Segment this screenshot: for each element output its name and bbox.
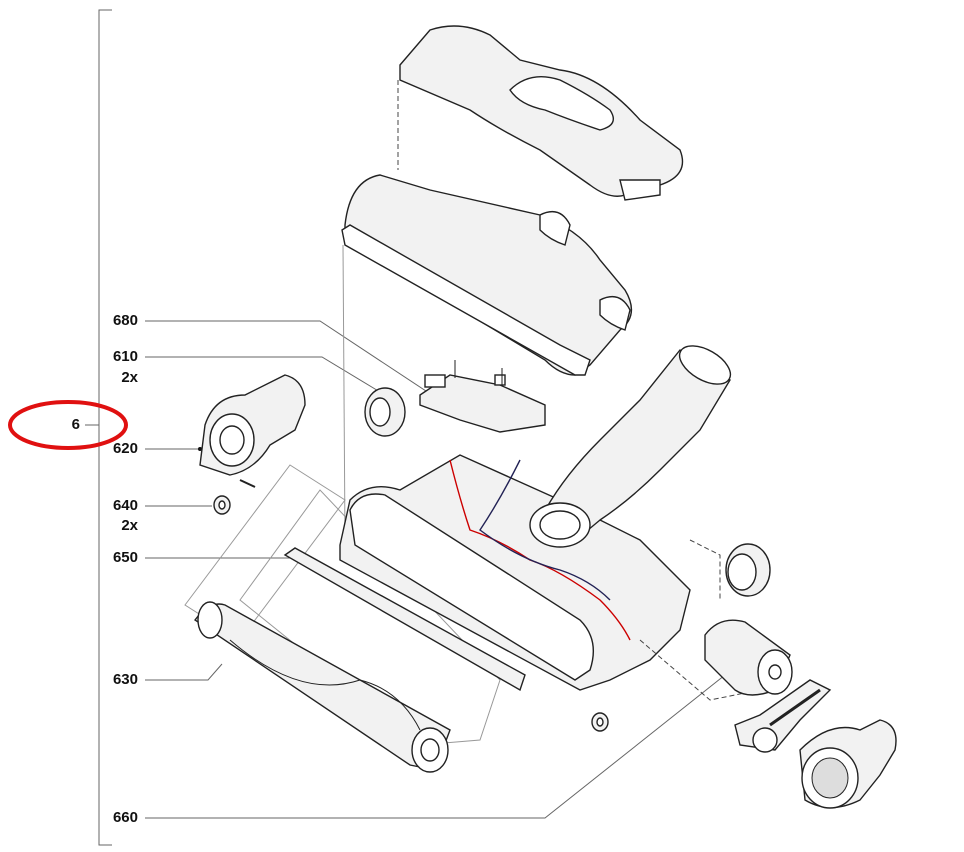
assembly-line	[639, 639, 761, 701]
wheel-part-610	[364, 387, 406, 437]
main-cover-part	[341, 174, 633, 376]
section-number-label: 6	[71, 416, 80, 433]
callout-630[interactable]: 630	[112, 671, 138, 688]
callout-610[interactable]: 610	[112, 348, 138, 365]
callout-640-qty: 2x	[121, 517, 138, 534]
highlight-circle	[8, 400, 128, 450]
belt-drive-part	[734, 679, 832, 753]
callout-650[interactable]: 650	[112, 549, 138, 566]
strip-part-650	[283, 547, 526, 692]
callout-640[interactable]: 640	[112, 497, 138, 514]
brush-bar-part-630	[193, 601, 451, 773]
callout-680[interactable]: 680	[112, 312, 138, 329]
bracket-line	[98, 9, 112, 846]
callout-620[interactable]: 620	[112, 440, 138, 457]
assembly-line	[342, 244, 346, 541]
leader-610	[145, 356, 381, 393]
leader-680	[145, 320, 433, 396]
callout-660[interactable]: 660	[112, 809, 138, 826]
motor-part-660	[704, 619, 793, 696]
leader-630	[145, 663, 223, 681]
base-housing-part	[339, 454, 691, 691]
callout-610-qty: 2x	[121, 369, 138, 386]
leader-dot	[198, 447, 202, 451]
small-wheel-part-640	[213, 495, 231, 515]
roller-part	[725, 543, 771, 597]
end-cover-part	[799, 719, 897, 809]
leader-660	[145, 674, 726, 819]
assembly-line	[689, 539, 721, 600]
screw-part	[239, 479, 256, 488]
hose-neck-part	[529, 345, 732, 548]
end-cap-part-620	[199, 374, 306, 476]
top-cover-part	[399, 25, 684, 201]
pcb-part-680	[419, 360, 546, 433]
small-wheel-part-640b	[591, 712, 609, 732]
